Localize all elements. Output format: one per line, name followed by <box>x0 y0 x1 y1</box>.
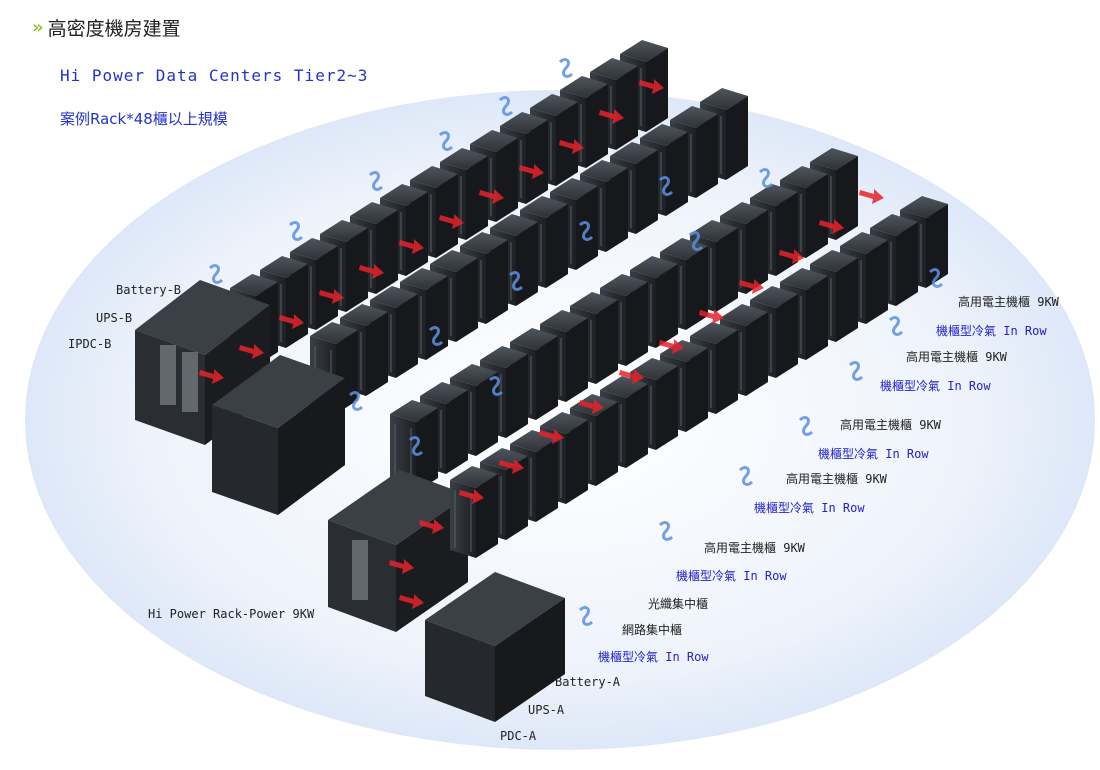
power-cabinets-a2 <box>425 572 565 722</box>
label-pdc-a: PDC-A <box>500 729 537 743</box>
label-inrow-1: 機櫃型冷氣 In Row <box>936 324 1047 338</box>
label-network: 網路集中櫃 <box>622 623 683 637</box>
label-inrow-2: 機櫃型冷氣 In Row <box>880 379 991 393</box>
label-host-rack-3: 高用電主機櫃 9KW <box>840 418 941 432</box>
label-rack-power: Hi Power Rack-Power 9KW <box>148 607 315 621</box>
label-inrow-4: 機櫃型冷氣 In Row <box>754 501 865 515</box>
label-fiber: 光纖集中櫃 <box>648 597 709 611</box>
label-inrow-5: 機櫃型冷氣 In Row <box>676 569 787 583</box>
label-inrow-6: 機櫃型冷氣 In Row <box>598 650 709 664</box>
power-cabinets-b <box>135 280 270 445</box>
subtitle-line-1: Hi Power Data Centers Tier2~3 <box>60 66 369 85</box>
label-battery-b: Battery-B <box>116 283 182 297</box>
label-inrow-3: 機櫃型冷氣 In Row <box>818 447 929 461</box>
chevron-right-icon: » <box>32 17 43 38</box>
label-battery-a: Battery-A <box>555 675 621 689</box>
section-header: » 高密度機房建置 <box>32 14 181 41</box>
subtitle-line-2: 案例Rack*48櫃以上規模 <box>60 110 228 128</box>
label-pdc-b: IPDC-B <box>68 337 112 351</box>
label-host-rack-2: 高用電主機櫃 9KW <box>906 350 1007 364</box>
label-host-rack-1: 高用電主機櫃 9KW <box>958 295 1059 309</box>
label-ups-b: UPS-B <box>96 311 133 325</box>
page-title: 高密度機房建置 <box>47 18 181 40</box>
power-cabinets-b2 <box>212 355 345 515</box>
label-host-rack-5: 高用電主機櫃 9KW <box>704 541 805 555</box>
label-host-rack-4: 高用電主機櫃 9KW <box>786 472 887 486</box>
label-ups-a: UPS-A <box>528 703 565 717</box>
